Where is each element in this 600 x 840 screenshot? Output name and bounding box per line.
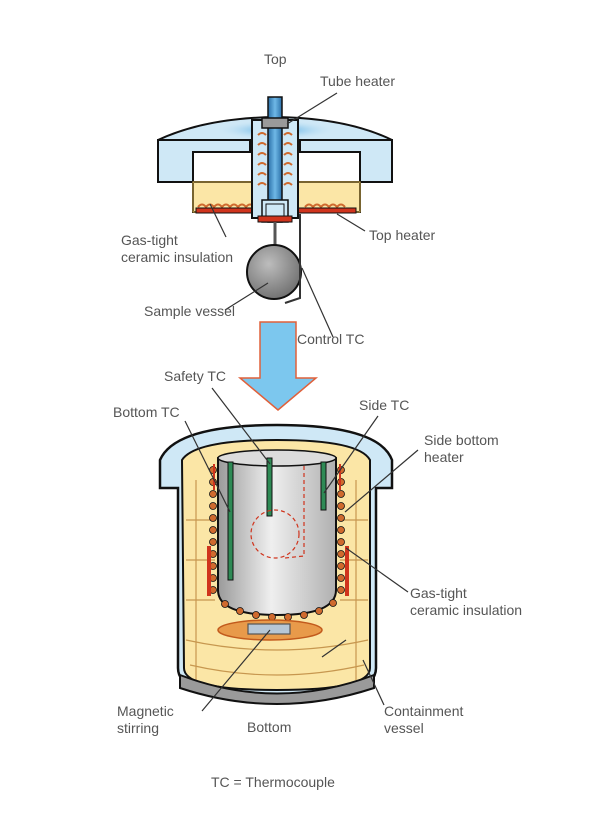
label-bottom-tc: Bottom TC [113,404,180,420]
legend-thermocouple: TC = Thermocouple [211,774,335,790]
side-bottom-heater-left [207,546,211,596]
label-magnetic-stirring: Magnetic stirring [117,703,174,736]
sample-vessel-dashed [250,509,300,559]
top-heater-coil [197,203,346,209]
down-arrow [237,321,319,411]
label-safety-tc: Safety TC [164,368,226,384]
label-bottom: Bottom [247,719,292,735]
label-top-heater: Top heater [369,227,436,243]
label-sample-vessel: Sample vessel [144,303,236,319]
label-side-tc: Side TC [359,397,410,413]
furnace-body [158,423,394,705]
label-containment-vessel: Containment vessel [384,703,464,736]
label-top-insulation: Gas-tight ceramic insulation [121,232,234,265]
label-side-bottom-heater: Side bottom heater [424,432,499,465]
label-tube-heater: Tube heater [320,73,395,89]
label-control-tc: Control TC [297,331,365,347]
side-bottom-heater-right [345,546,349,596]
bottom-tc [227,461,234,581]
label-top: Top [264,51,287,67]
leader-lines [184,92,419,712]
top-lid-assembly [157,96,393,304]
side-tc [320,461,327,511]
safety-tc [266,457,273,517]
label-bottom-insulation: Gas-tight ceramic insulation [410,585,523,618]
tube-heater-coil [257,132,293,186]
magnetic-stirrer [247,623,291,635]
control-tc-wire [284,214,301,304]
inner-crucible [217,452,337,617]
